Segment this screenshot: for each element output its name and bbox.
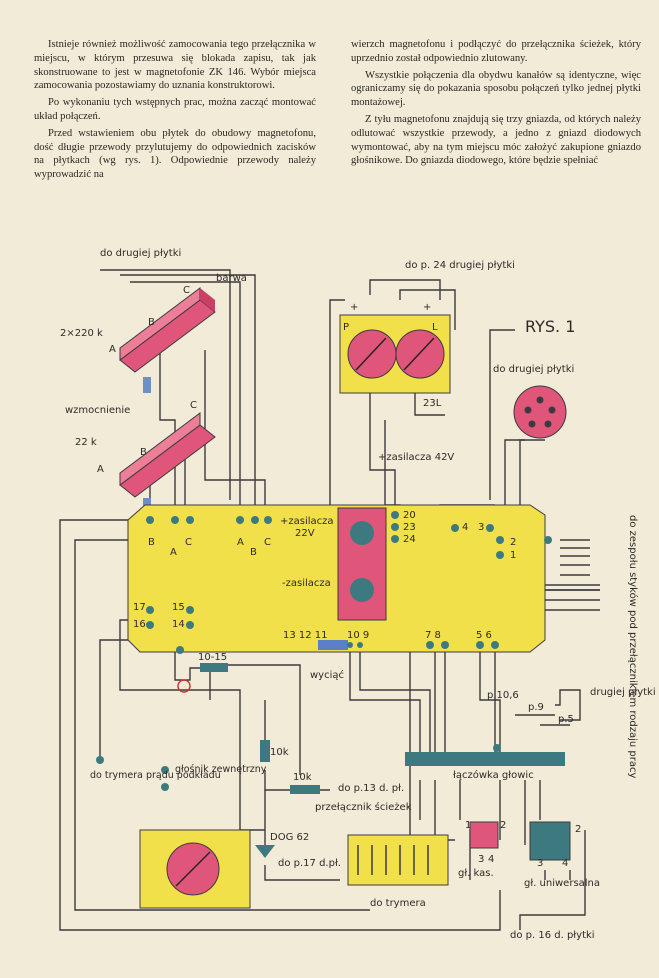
pin-label: 24 [403,534,416,545]
head-pin: 4 [488,854,494,865]
pot-letter: C [183,285,190,296]
universal-head [529,821,571,861]
vu-meter-panel [339,314,451,394]
pad-label: p.10,6 [487,690,519,701]
pin-label: 17 [133,602,146,613]
head-pin: 3 [537,858,543,869]
resistor-10k-horizontal [290,785,320,794]
potentiometer-wzmocnienie [119,412,216,514]
pin-label: 10 9 [347,630,369,641]
pin-label: 13 12 11 [283,630,328,641]
potentiometer-barwa [119,287,216,393]
resistor-10k-vertical [260,740,270,762]
meter-p: P [343,322,349,333]
paragraph: Przed wstawieniem obu płytek do obudowy … [34,127,316,181]
meter-23l: 23L [423,398,442,409]
pin-label: 3 [478,522,484,533]
pin-label: 1 [510,550,516,561]
pot-letter: C [190,400,197,411]
pin-label: 20 [403,510,416,521]
paragraph: wierzch magnetofonu i podłączyć do przeł… [351,39,641,64]
pot-letter: A [237,537,244,548]
pot2-value: 22 k [75,437,97,448]
erase-head [469,821,499,849]
supply-22v-label: 22V [295,528,315,539]
head-pin: 1 [465,820,471,831]
head-connector [405,752,565,766]
track-switch [347,834,449,886]
switch-label: przełącznik ścieżek [315,801,412,813]
pad-label: p.5 [558,714,574,725]
top-left-label: do drugiej płytki [100,248,181,259]
paragraph: Po wykonaniu tych wstępnych prac, można … [34,97,316,122]
pot-letter: B [148,537,155,548]
diode-icon [255,845,275,858]
pot-letter: A [170,547,177,558]
meter-l: L [432,322,438,333]
main-circuit-board [127,504,546,653]
cut-label: wyciąć [310,669,344,681]
top-mid-label: do p. 24 drugiej płytki [405,260,515,271]
head-pin: 3 [478,854,484,865]
res-label: 10-15 [198,652,227,663]
pot-letter: C [185,537,192,548]
wire-label: do p.17 d.pł. [278,858,341,869]
pin-label: 16 [133,619,146,630]
paragraph: Wszystkie połączenia dla obydwu kanałów … [351,69,641,109]
pot1-label: barwa [216,273,247,284]
head-label: gł. uniwersalna [524,878,600,889]
text-column-right: wierzch magnetofonu i podłączyć do przeł… [351,38,641,171]
terminals [96,511,552,791]
head-pin: 2 [500,820,506,831]
speaker-label: głośnik zewnętrzny [175,764,267,775]
lamp-icon [177,679,191,693]
pot-letter: C [264,537,271,548]
figure-title: RYS. 1 [525,317,575,336]
wire-label: do p. 16 d. płytki [510,930,595,941]
pin-label: 4 [462,522,468,533]
pad-group-label: drugiej płytki [590,687,656,698]
right-top-label: do drugiej płytki [493,364,574,375]
pot-letter: B [250,547,257,558]
pin-label: 15 [172,602,185,613]
pad-label: p.9 [528,702,544,713]
supply-42-label: +zasilacza 42V [378,452,454,463]
head-connector-label: łączówka głowic [453,769,534,781]
pot-letter: B [140,447,147,458]
paragraph: Istnieje również możliwość zamocowania t… [34,39,316,92]
wire-label: do p.13 d. pł. [338,783,404,794]
speaker-box [139,829,251,909]
meter-plus: + [350,302,358,313]
paragraph: Z tyłu magnetofonu znajdują się trzy gni… [351,113,641,167]
trimmer-label: do trymera [370,898,426,909]
res-label: 10k [270,747,289,758]
pot-letter: A [109,344,116,355]
head-pin: 2 [575,824,581,835]
supply-minus-label: -zasilacza [282,578,331,589]
res-label: 10k [293,772,312,783]
pot-letter: A [97,464,104,475]
head-pin: 4 [562,858,568,869]
resistor-10-15 [200,663,228,672]
head-label: gł. kas. [458,868,494,879]
text-column-left: Istnieje również możliwość zamocowania t… [34,38,316,185]
pot-letter: B [148,317,155,328]
meter-plus: + [423,302,431,313]
trimmer-label: do trymera prądu podkładu [90,770,221,781]
pin-label: 2 [510,537,516,548]
pot1-value: 2×220 k [60,328,103,339]
pot2-label: wzmocnienie [65,405,130,416]
pin-label: 14 [172,619,185,630]
pin-label: 5 6 [476,630,492,641]
supply-plus-label: +zasilacza [280,516,334,527]
right-vertical-label: do zespołu styków pod przełącznikiem rod… [627,515,639,778]
pin-label: 7 8 [425,630,441,641]
din-socket [513,385,567,439]
pin-label: 23 [403,522,416,533]
diode-label: DOG 62 [270,832,309,843]
